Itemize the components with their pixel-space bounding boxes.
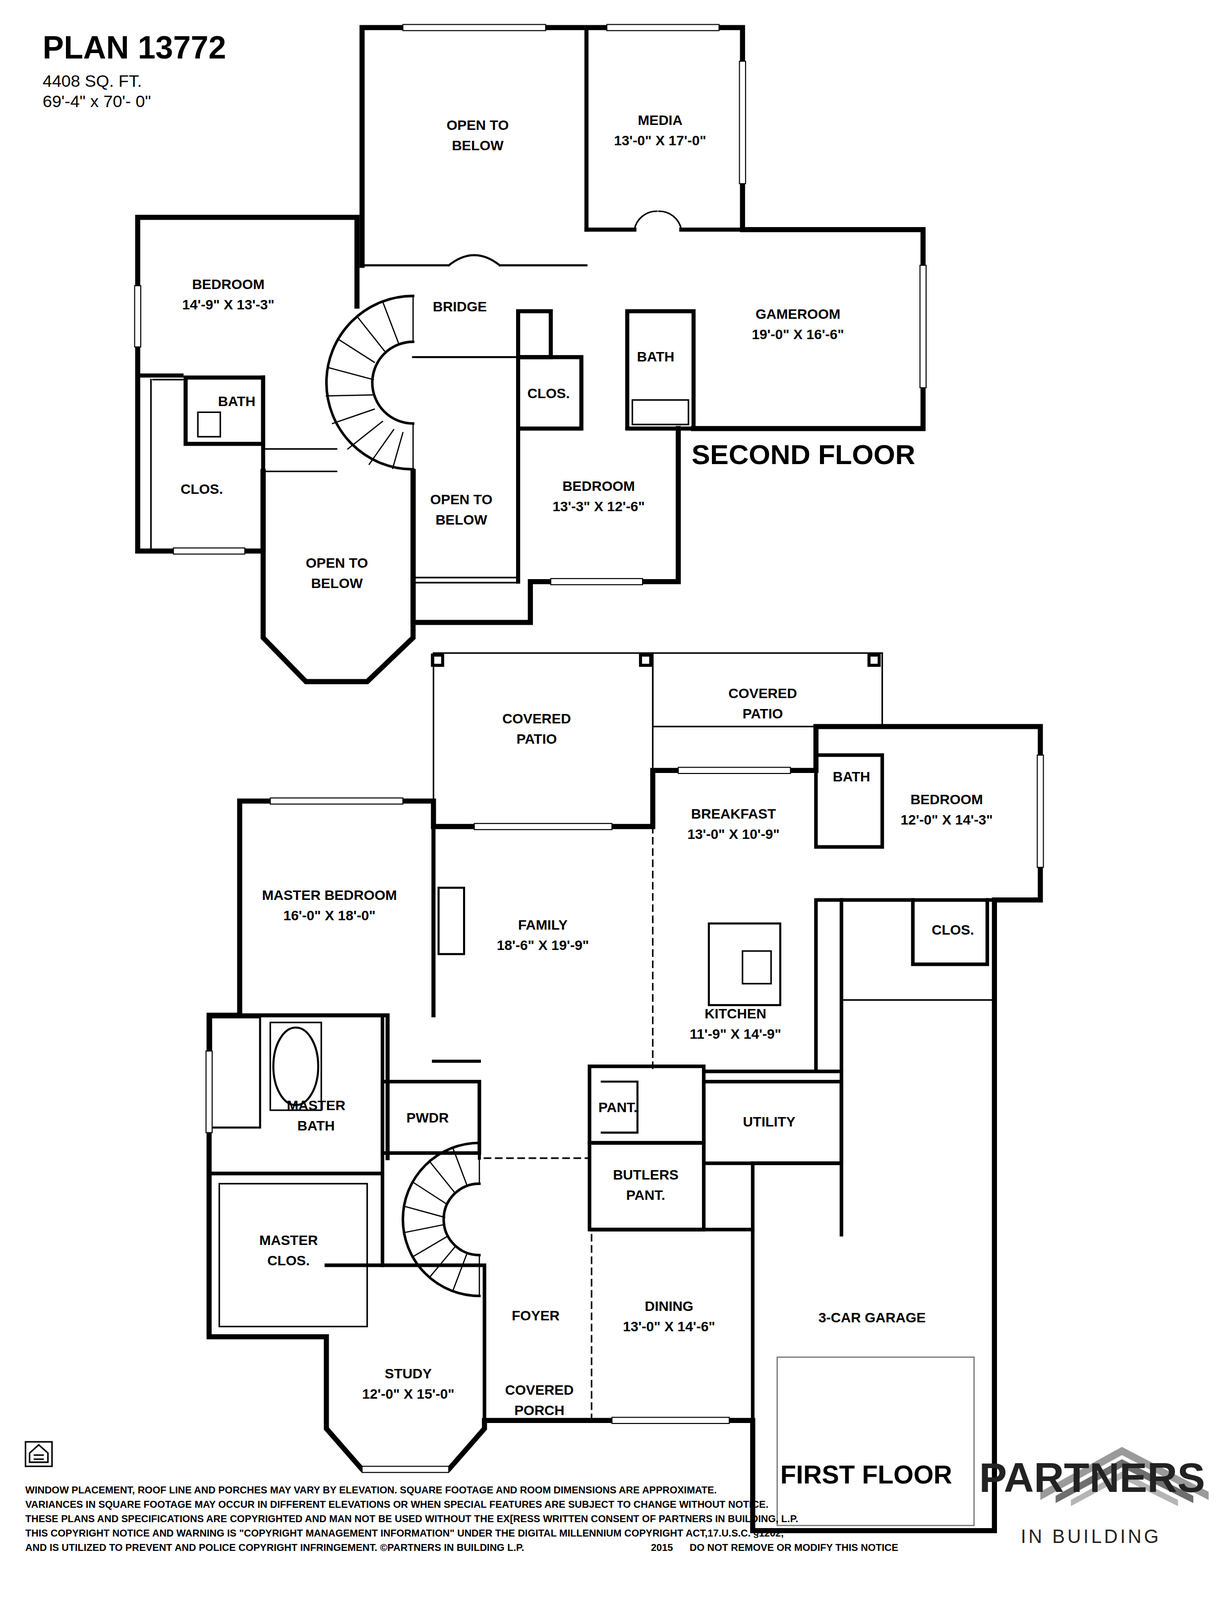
room-name: FAMILY	[456, 915, 630, 936]
room-name: CLOS.	[518, 383, 580, 405]
room-label: BATH	[820, 766, 882, 788]
room-dimension: 12'-0" X 14'-3"	[870, 810, 1024, 831]
room-label: STUDY12'-0" X 15'-0"	[331, 1363, 485, 1404]
square-footage: 4408 SQ. FT.	[42, 72, 142, 90]
room-name: PANT.	[589, 1097, 646, 1118]
room-label: CLOS.	[917, 920, 989, 941]
room-name: STUDY	[331, 1363, 485, 1385]
room-name: KITCHEN	[658, 1003, 813, 1025]
room-name: BREAKFAST	[656, 804, 811, 825]
room-label: OPEN TO BELOW	[436, 115, 519, 156]
room-label: BUTLERS PANT.	[599, 1165, 692, 1206]
room-label: BEDROOM13'-3" X 12'-6"	[522, 476, 676, 517]
room-label: MASTER CLOS.	[237, 1230, 340, 1271]
room-label: PWDR	[386, 1108, 469, 1129]
room-label: FOYER	[489, 1305, 582, 1327]
room-label: MASTER BATH	[270, 1095, 362, 1136]
room-label: CLOS.	[166, 479, 238, 500]
room-dimension: 11'-9" X 14'-9"	[658, 1024, 813, 1045]
copyright-year: 2015	[650, 1542, 674, 1553]
room-name: MASTER BATH	[270, 1095, 362, 1136]
room-name: BEDROOM	[126, 274, 331, 295]
room-label: BEDROOM12'-0" X 14'-3"	[870, 789, 1024, 830]
room-name: OPEN TO BELOW	[436, 115, 519, 156]
room-label: GAMEROOM19'-0" X 16'-6"	[685, 304, 911, 345]
room-name: BATH	[206, 391, 268, 412]
legal-note: THIS COPYRIGHT NOTICE AND WARNING IS "CO…	[25, 1527, 784, 1538]
room-name: BATH	[820, 766, 882, 788]
room-name: COVERED PORCH	[488, 1380, 591, 1421]
room-label: BATH	[625, 347, 687, 368]
room-label: FAMILY18'-6" X 19'-9"	[456, 915, 630, 956]
room-name: FOYER	[489, 1305, 582, 1327]
brand-name: PARTNERS	[979, 1456, 1206, 1499]
room-label: BEDROOM14'-9" X 13'-3"	[126, 274, 331, 315]
floor-heading: FIRST FLOOR	[780, 1461, 953, 1488]
room-label: KITCHEN11'-9" X 14'-9"	[658, 1003, 813, 1045]
room-dimension: 13'-0" X 17'-0"	[583, 130, 737, 152]
room-name: PWDR	[386, 1108, 469, 1129]
floor-heading: SECOND FLOOR	[691, 440, 916, 469]
brand-tagline: IN BUILDING	[1020, 1526, 1162, 1546]
room-name: BEDROOM	[870, 789, 1024, 811]
room-label: UTILITY	[707, 1111, 831, 1133]
room-name: CLOS.	[917, 920, 989, 941]
room-label: OPEN TO BELOW	[420, 489, 503, 530]
room-name: 3-CAR GARAGE	[816, 1307, 929, 1329]
room-label: DINING13'-0" X 14'-6"	[592, 1296, 746, 1337]
room-label: PANT.	[589, 1097, 646, 1118]
legal-note: DO NOT REMOVE OR MODIFY THIS NOTICE	[689, 1542, 899, 1553]
room-name: COVERED PATIO	[719, 683, 807, 724]
room-label: MEDIA13'-0" X 17'-0"	[583, 110, 737, 151]
legal-note: WINDOW PLACEMENT, ROOF LINE AND PORCHES …	[25, 1484, 717, 1495]
room-label: MASTER BEDROOM16'-0" X 18'-0"	[252, 885, 407, 926]
room-label: BREAKFAST13'-0" X 10'-9"	[656, 804, 811, 845]
room-name: MASTER BEDROOM	[252, 885, 407, 906]
room-name: DINING	[592, 1296, 746, 1317]
room-dimension: 13'-0" X 14'-6"	[592, 1316, 746, 1338]
room-name: MASTER CLOS.	[237, 1230, 340, 1271]
room-name: BRIDGE	[413, 296, 506, 318]
room-name: MEDIA	[583, 110, 737, 131]
room-dimension: 12'-0" X 15'-0"	[331, 1384, 485, 1405]
room-name: OPEN TO BELOW	[295, 553, 378, 594]
room-dimension: 19'-0" X 16'-6"	[685, 324, 911, 346]
room-label: COVERED PORCH	[488, 1380, 591, 1421]
legal-note: AND IS UTILIZED TO PREVENT AND POLICE CO…	[25, 1542, 525, 1553]
room-dimension: 13'-0" X 10'-9"	[656, 824, 811, 845]
overall-dimensions: 69'-4" x 70'- 0"	[42, 92, 152, 110]
room-dimension: 16'-0" X 18'-0"	[252, 905, 407, 927]
room-name: COVERED PATIO	[493, 708, 581, 750]
room-name: BATH	[625, 347, 687, 368]
room-name: UTILITY	[707, 1111, 831, 1133]
room-dimension: 18'-6" X 19'-9"	[456, 935, 630, 956]
room-label: BRIDGE	[413, 296, 506, 318]
room-name: CLOS.	[166, 479, 238, 500]
legal-note: THESE PLANS AND SPECIFICATIONS ARE COPYR…	[25, 1513, 799, 1524]
room-dimension: 13'-3" X 12'-6"	[522, 496, 676, 518]
legal-note: VARIANCES IN SQUARE FOOTAGE MAY OCCUR IN…	[25, 1499, 769, 1510]
room-label: COVERED PATIO	[493, 708, 581, 750]
room-name: BEDROOM	[522, 476, 676, 497]
room-label: COVERED PATIO	[719, 683, 807, 724]
room-name: OPEN TO BELOW	[420, 489, 503, 530]
room-label: OPEN TO BELOW	[295, 553, 378, 594]
room-label: BATH	[206, 391, 268, 412]
room-dimension: 14'-9" X 13'-3"	[126, 294, 331, 316]
room-name: BUTLERS PANT.	[599, 1165, 692, 1206]
room-label: 3-CAR GARAGE	[816, 1307, 929, 1329]
room-name: GAMEROOM	[685, 304, 911, 325]
plan-title: PLAN 13772	[42, 31, 227, 64]
room-label: CLOS.	[518, 383, 580, 405]
